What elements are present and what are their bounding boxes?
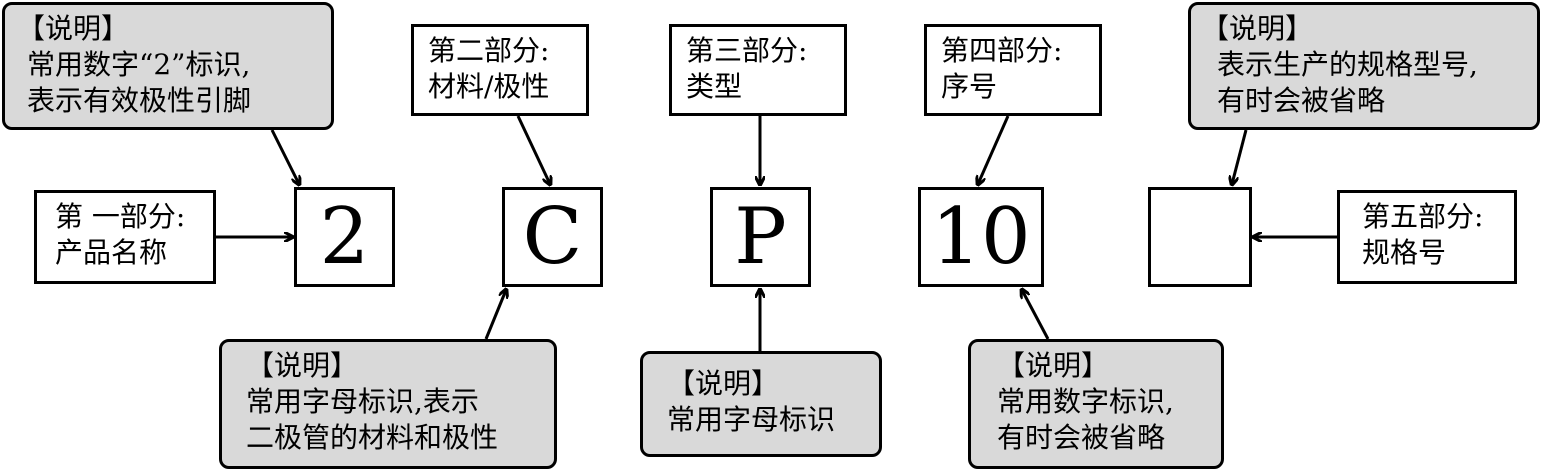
arrow-note4-to-box4 bbox=[1022, 290, 1050, 340]
note-line: 常用字母标识 bbox=[667, 403, 836, 436]
label-line: 类型 bbox=[686, 70, 743, 103]
code-box-part5 bbox=[1148, 187, 1252, 287]
note-spec-model: 【说明】 表示生产的规格型号, 有时会被省略 bbox=[1188, 2, 1540, 130]
code-box-part1: 2 bbox=[294, 187, 395, 287]
note-line: 有时会被省略 bbox=[997, 421, 1166, 454]
label-line: 材料/极性 bbox=[428, 70, 550, 103]
note-line: 表示有效极性引脚 bbox=[27, 84, 252, 117]
code-char: 10 bbox=[931, 192, 1031, 282]
label-part4-serial: 第四部分: 序号 bbox=[924, 24, 1102, 116]
note-title: 【说明】 bbox=[997, 349, 1110, 382]
label-line: 第五部分: bbox=[1362, 200, 1484, 233]
label-part2-material-polarity: 第二部分: 材料/极性 bbox=[411, 24, 589, 116]
note-line: 表示生产的规格型号, bbox=[1217, 48, 1478, 81]
label-line: 产品名称 bbox=[55, 236, 168, 269]
note-type-letter: 【说明】 常用字母标识 bbox=[640, 351, 882, 457]
arrow-part2-to-box2 bbox=[516, 115, 550, 184]
label-line: 第三部分: bbox=[686, 34, 808, 67]
code-box-part2: C bbox=[502, 187, 603, 287]
label-part3-type: 第三部分: 类型 bbox=[669, 24, 847, 116]
label-line: 序号 bbox=[941, 70, 998, 103]
label-line: 第四部分: bbox=[941, 34, 1063, 67]
note-line: 常用数字“2”标识, bbox=[27, 48, 251, 81]
note-effective-pins: 【说明】 常用数字“2”标识, 表示有效极性引脚 bbox=[2, 2, 334, 130]
note-line: 常用数字标识, bbox=[997, 385, 1174, 418]
code-box-part3: P bbox=[710, 187, 811, 287]
label-part1-product-name: 第 一部分: 产品名称 bbox=[34, 190, 216, 284]
label-line: 第 一部分: bbox=[55, 200, 186, 233]
note-title: 【说明】 bbox=[1201, 12, 1314, 45]
note-title: 【说明】 bbox=[667, 367, 780, 400]
note-title: 【说明】 bbox=[246, 349, 359, 382]
arrow-note5-to-box5 bbox=[1232, 129, 1248, 184]
note-line: 有时会被省略 bbox=[1217, 84, 1386, 117]
code-char: C bbox=[522, 192, 583, 282]
code-box-part4: 10 bbox=[918, 187, 1044, 287]
code-char: 2 bbox=[319, 192, 370, 282]
note-material-polarity: 【说明】 常用字母标识,表示 二极管的材料和极性 bbox=[219, 339, 557, 469]
arrow-note1-to-box1 bbox=[270, 129, 299, 184]
note-serial-number: 【说明】 常用数字标识, 有时会被省略 bbox=[968, 339, 1224, 469]
label-line: 第二部分: bbox=[428, 34, 550, 67]
note-title: 【说明】 bbox=[17, 12, 130, 45]
arrow-part4-to-box4 bbox=[978, 115, 1010, 184]
label-line: 规格号 bbox=[1362, 236, 1447, 269]
note-line: 常用字母标识,表示 bbox=[246, 385, 479, 418]
arrow-note2-to-box2 bbox=[484, 290, 506, 340]
code-char: P bbox=[734, 192, 787, 282]
label-part5-spec-number: 第五部分: 规格号 bbox=[1337, 190, 1517, 284]
note-line: 二极管的材料和极性 bbox=[246, 421, 499, 454]
